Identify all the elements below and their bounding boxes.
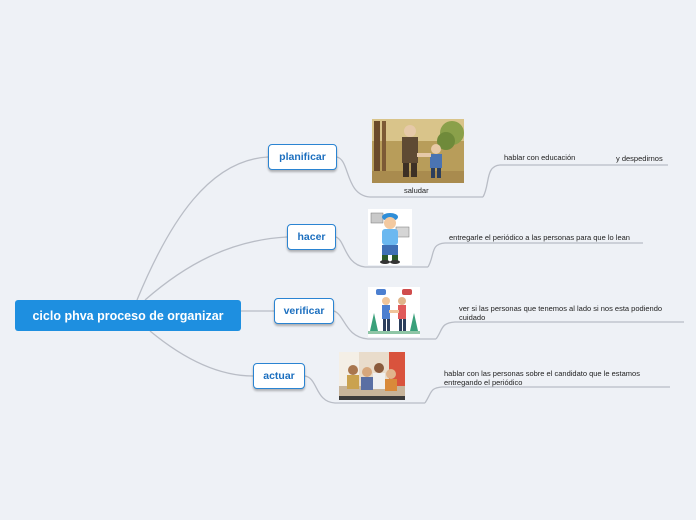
link-verificar-image (333, 310, 436, 340)
link-actuar-image (304, 375, 425, 404)
note-planificar-2: y despedirnos (616, 154, 663, 163)
link-root-actuar (149, 330, 254, 377)
link-root-hacer (144, 236, 288, 301)
link-hacer-image (335, 236, 428, 268)
link-planificar-image (336, 156, 483, 198)
note-verificar: ver si las personas que tenemos al lado … (459, 304, 663, 322)
note-actuar: hablar con las personas sobre el candida… (444, 369, 640, 387)
topic-planificar[interactable]: planificar (268, 144, 337, 170)
handshake-illustration (372, 119, 464, 183)
topic-actuar[interactable]: actuar (253, 363, 305, 389)
link-root-planificar (136, 156, 269, 301)
link-image-notes-2 (427, 242, 643, 268)
link-image-notes-4 (424, 386, 670, 404)
note-planificar-1: hablar con educación (504, 153, 576, 162)
link-image-notes-3 (435, 321, 684, 340)
root-topic[interactable]: ciclo phva proceso de organizar (15, 300, 241, 331)
note-hacer: entregarle el periódico a las personas p… (449, 233, 630, 242)
topic-hacer[interactable]: hacer (287, 224, 336, 250)
paperboy-illustration (368, 209, 412, 265)
image-caption: saludar (404, 186, 429, 195)
family-group-photo (339, 352, 405, 400)
topic-verificar[interactable]: verificar (274, 298, 334, 324)
handshake-conversation-illustration (368, 287, 420, 337)
link-image-notes (482, 164, 668, 198)
